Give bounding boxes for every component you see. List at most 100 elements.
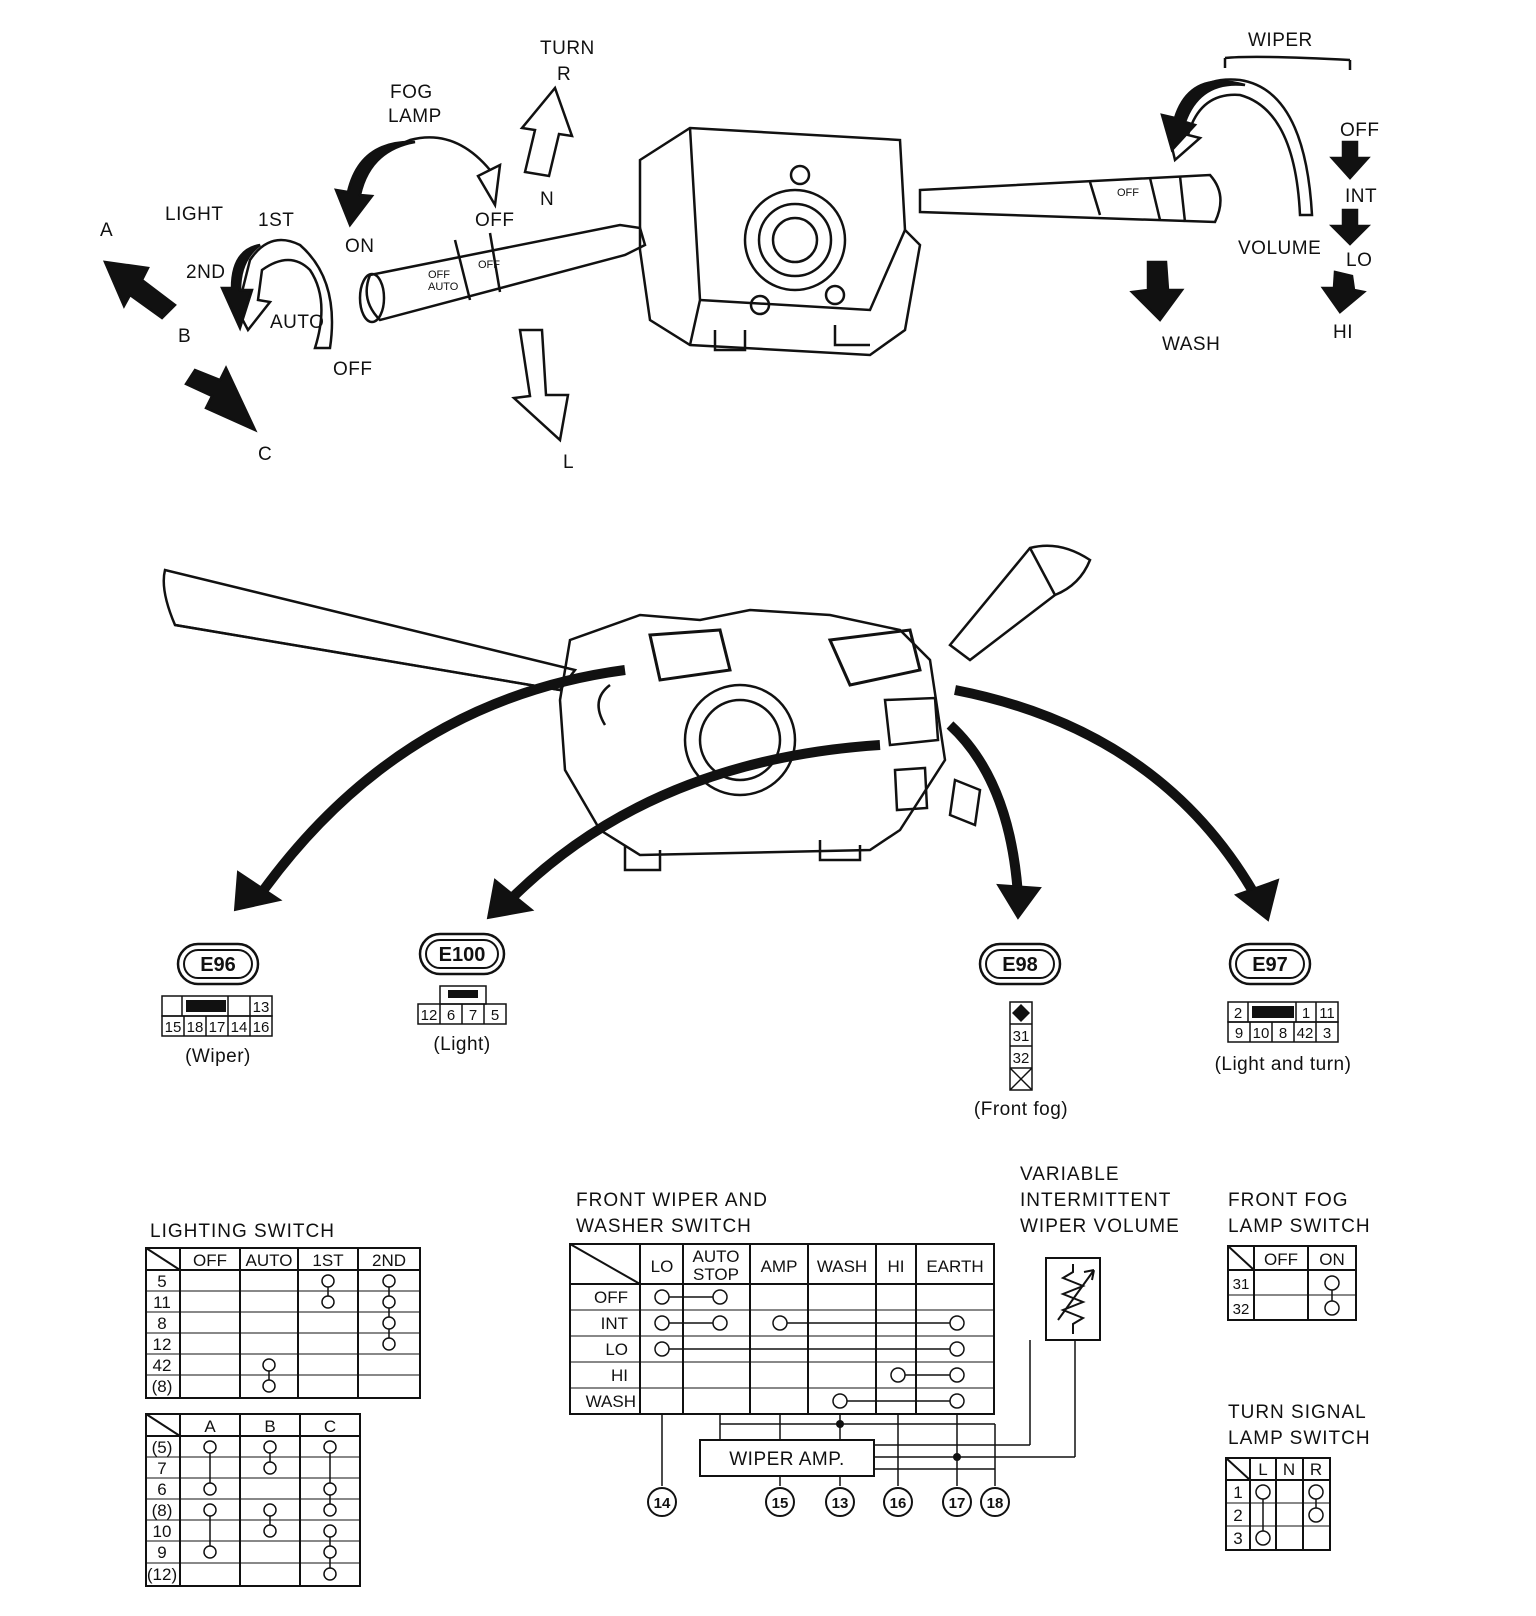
wiper-amp-label: WIPER AMP. (729, 1449, 845, 1470)
wiper-switch-title-1: FRONT WIPER AND (576, 1190, 768, 1211)
turn-arrows (511, 85, 574, 443)
e96-pin: 13 (253, 999, 270, 1016)
svg-text:AUTO: AUTO (428, 281, 459, 293)
connector-pointer-arrows (233, 665, 1280, 922)
lighting-switch-title: LIGHTING SWITCH (150, 1221, 335, 1242)
light-2nd-label: 2ND (186, 262, 226, 283)
wiper-switch-table: FRONT WIPER AND WASHER SWITCH LO AUTO ST… (569, 1190, 1076, 1517)
svg-text:OFF: OFF (1117, 187, 1139, 199)
light-a-label: A (100, 220, 113, 241)
switch-illustration-back (162, 544, 1092, 872)
e97-pin: 1 (1302, 1005, 1310, 1022)
wiper-terminal: 18 (987, 1495, 1004, 1512)
e100-caption: (Light) (433, 1034, 490, 1055)
fog-switch-title-2: LAMP SWITCH (1228, 1216, 1371, 1237)
e97-pin: 3 (1323, 1025, 1331, 1042)
e96-code: E96 (200, 954, 236, 976)
wiper-switch-title-2: WASHER SWITCH (576, 1216, 752, 1237)
e97-caption: (Light and turn) (1215, 1054, 1352, 1075)
e97-pin: 8 (1279, 1025, 1287, 1042)
light-1st-label: 1ST (258, 210, 294, 231)
e100-pin: 6 (447, 1007, 455, 1024)
fog-col: ON (1319, 1250, 1345, 1269)
lighting-col: 1ST (312, 1251, 343, 1270)
light-off-label: OFF (333, 359, 373, 380)
fog-off-label: OFF (475, 210, 515, 231)
fog-continuity-marks (1324, 1275, 1340, 1316)
wiper-col: HI (888, 1257, 905, 1276)
wiper-col: WASH (817, 1257, 867, 1276)
e97-pin: 9 (1235, 1025, 1243, 1042)
e96-caption: (Wiper) (185, 1046, 251, 1067)
e98-code: E98 (1002, 954, 1038, 976)
e97-pin: 11 (1319, 1005, 1335, 1022)
e98-caption: (Front fog) (974, 1099, 1068, 1120)
turn-col: R (1310, 1460, 1322, 1479)
variable-volume-title-2: INTERMITTENT (1020, 1190, 1171, 1211)
e100-pin: 7 (469, 1007, 477, 1024)
wiper-terminal: 14 (654, 1495, 671, 1512)
abc-row: 7 (157, 1459, 166, 1478)
wiper-row: OFF (594, 1288, 628, 1307)
fog-switch-title-1: FRONT FOG (1228, 1190, 1349, 1211)
connector-e98: E98 31 32 (Front fog) (974, 942, 1068, 1120)
wiper-col: AMP (761, 1257, 798, 1276)
abc-row: (5) (152, 1438, 173, 1457)
lighting-continuity-marks (262, 1274, 396, 1393)
variable-volume-title-3: WIPER VOLUME (1020, 1216, 1180, 1237)
e96-pin: 15 (165, 1019, 182, 1036)
wiper-row: LO (605, 1340, 628, 1359)
wiper-arrows (1129, 55, 1372, 322)
wiper-wiring (661, 1340, 1076, 1486)
turn-col: L (1258, 1460, 1267, 1479)
lighting-row: 11 (153, 1293, 171, 1312)
abc-row: 6 (157, 1480, 166, 1499)
light-c-arrow (184, 365, 258, 433)
wiper-row: HI (611, 1366, 628, 1385)
connector-e97: E97 2 1 11 9 10 8 42 3 (Light and turn) (1215, 942, 1352, 1075)
turn-switch-title-1: TURN SIGNAL (1228, 1402, 1367, 1423)
turn-n-label: N (540, 189, 554, 210)
variable-volume-title-1: VARIABLE (1020, 1164, 1120, 1185)
wash-label: WASH (1162, 334, 1220, 355)
svg-text:OFF: OFF (478, 259, 500, 271)
abc-continuity-marks (203, 1440, 337, 1581)
e98-pin: 31 (1013, 1028, 1030, 1045)
connector-e100: E100 12 6 7 5 (Light) (417, 932, 507, 1055)
abc-row: (12) (147, 1565, 177, 1584)
wiper-lo-label: LO (1346, 250, 1372, 271)
turn-left-arrow (511, 328, 570, 443)
wiper-row: INT (601, 1314, 628, 1333)
lighting-row: 42 (153, 1356, 172, 1375)
lighting-row: 8 (157, 1314, 166, 1333)
e97-pin: 2 (1234, 1005, 1242, 1022)
wiper-col: LO (651, 1257, 674, 1276)
e100-pin: 5 (491, 1007, 499, 1024)
abc-row: 10 (153, 1522, 172, 1541)
wiper-terminal: 13 (832, 1495, 849, 1512)
wiper-row: WASH (586, 1392, 636, 1411)
abc-col: A (204, 1417, 216, 1436)
fog-lamp-label-2: LAMP (388, 106, 442, 127)
junction-dot (836, 1420, 844, 1428)
wash-arrow (1129, 260, 1185, 322)
fog-on-label: ON (345, 236, 375, 257)
abc-switch-table: A B C (5) 7 6 (8) 10 9 (12) (145, 1413, 361, 1587)
wiper-col: EARTH (926, 1257, 983, 1276)
light-a-arrow (102, 260, 177, 320)
fog-row: 31 (1233, 1276, 1250, 1293)
turn-switch-title-2: LAMP SWITCH (1228, 1428, 1371, 1449)
connector-e96: E96 13 15 18 17 14 16 (Wiper) (161, 942, 273, 1067)
svg-text:OFF: OFF (428, 269, 450, 281)
wiper-terminal: 15 (772, 1495, 789, 1512)
e97-pin: 42 (1297, 1025, 1314, 1042)
wiper-amp-box (699, 1439, 875, 1477)
wiper-col: STOP (693, 1265, 739, 1284)
turn-label: TURN (540, 38, 595, 59)
volume-label: VOLUME (1238, 238, 1321, 259)
wiper-terminal-circles (647, 1487, 1010, 1517)
turn-row: 2 (1233, 1506, 1242, 1525)
turn-row: 3 (1233, 1529, 1242, 1548)
